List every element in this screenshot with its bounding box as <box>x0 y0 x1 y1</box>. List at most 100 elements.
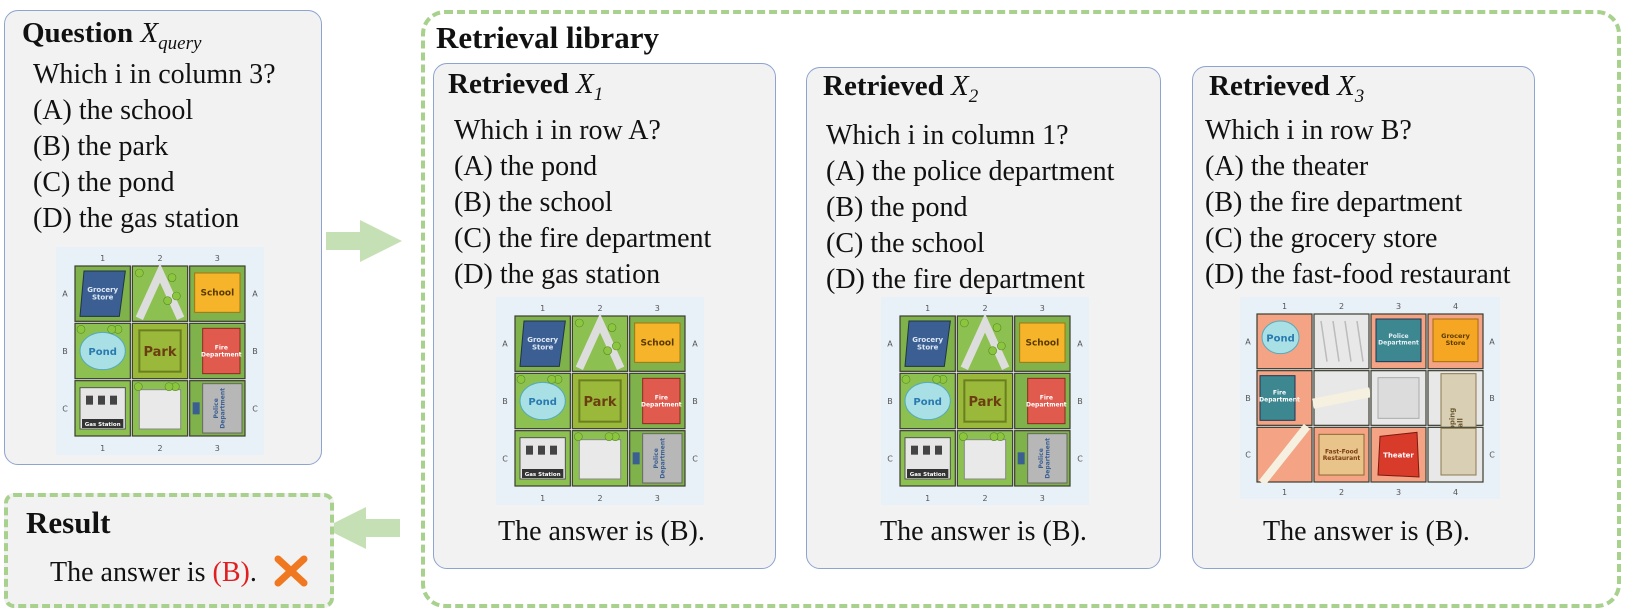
fire-department-label-word: Department <box>641 401 682 408</box>
retrieved-2-math-subscript: 2 <box>968 85 979 107</box>
row-label-left: B <box>1245 394 1251 403</box>
right-arrow-icon <box>326 220 402 262</box>
police-department-label-word: Police <box>213 398 220 418</box>
gas-station-label: Gas Station <box>85 422 121 428</box>
query-title: Question Xquery <box>22 17 201 55</box>
parking-lot <box>578 439 622 480</box>
parking-lot <box>138 389 182 430</box>
column-label-bottom: 2 <box>157 444 162 453</box>
column-label-bottom: 1 <box>925 494 930 503</box>
result-choice: (B) <box>212 557 250 588</box>
result-text: The answer is (B). <box>50 557 257 589</box>
retrieved-1-question: Which i in row A? <box>454 115 661 146</box>
row-label-left: C <box>1245 451 1251 460</box>
gas-pump-icon <box>923 445 930 455</box>
grocery-store-label-word: Store <box>92 294 114 302</box>
pond-water <box>519 381 566 421</box>
police-car-icon <box>192 402 200 415</box>
park-path <box>960 313 1010 370</box>
retrieved-2-option-a: (A) the police department <box>826 156 1115 187</box>
column-label-bottom: 2 <box>597 494 602 503</box>
gas-pump-icon <box>98 395 105 405</box>
pond-water <box>79 331 126 371</box>
school-label: School <box>640 339 674 349</box>
grocery-store-label-word: Store <box>917 344 939 352</box>
retrieved-2-title: Retrieved X2 <box>823 70 978 108</box>
retrieved-1-title: Retrieved X1 <box>448 68 603 106</box>
tree-icon <box>612 341 621 351</box>
retrieval-library-title: Retrieval library <box>436 20 659 55</box>
map-cell <box>131 322 189 380</box>
column-label-top: 2 <box>597 304 602 313</box>
retrieved-2-answer: The answer is (B). <box>880 516 1087 547</box>
query-option-c: (C) the pond <box>33 167 175 198</box>
gas-pump-icon <box>935 445 942 455</box>
row-label-left: A <box>502 340 508 349</box>
gas-station-sign <box>907 469 949 478</box>
fire-department-label-word: Fire <box>215 345 228 352</box>
tree-icon <box>575 318 584 328</box>
road <box>1258 423 1311 486</box>
query-question: Which i in column 3? <box>33 59 276 90</box>
retrieved-1-option-c: (C) the fire department <box>454 223 712 254</box>
retrieved-1-title-label: Retrieved <box>448 68 569 100</box>
police-department-label-word: Police <box>653 448 660 468</box>
column-label-top: 1 <box>540 304 545 313</box>
road <box>1312 387 1371 409</box>
gas-station-label: Gas Station <box>910 472 946 478</box>
result-suffix: . <box>249 557 257 588</box>
tree-icon <box>901 375 911 384</box>
gas-pump-icon <box>550 445 557 455</box>
pond-label: Pond <box>88 347 116 358</box>
gas-pump-icon <box>911 445 918 455</box>
police-car-icon <box>632 452 640 465</box>
retrieved-3-option-c: (C) the grocery store <box>1205 223 1438 254</box>
column-label-bottom: 2 <box>982 494 987 503</box>
query-math-symbol: X <box>140 17 159 49</box>
grocery-store-label-word: Store <box>532 344 554 352</box>
school-label: School <box>1025 339 1059 349</box>
retrieved-2-option-c: (C) the school <box>826 228 985 259</box>
row-label-left: A <box>887 340 893 349</box>
column-label-bottom: 1 <box>1282 488 1287 497</box>
retrieved-2-question-block: Which i in column 1? (A) the police depa… <box>826 118 1114 298</box>
tree-icon <box>134 382 143 391</box>
gas-pump-icon <box>110 395 117 405</box>
grocery-store-label-word: Grocery <box>87 286 118 294</box>
police-department-label-word: Department <box>220 388 227 429</box>
query-math-subscript: query <box>158 32 202 54</box>
police-department-label-word: Department <box>1378 340 1419 347</box>
fire-department-label-word: Fire <box>1040 395 1053 402</box>
parking-stripe <box>1356 320 1364 362</box>
police-department-building <box>1375 318 1422 363</box>
park-path <box>135 263 185 320</box>
retrieved-3-question: Which i in row B? <box>1205 115 1412 146</box>
retrieved-2-option-d: (D) the fire department <box>826 264 1085 295</box>
tree-icon <box>135 268 144 278</box>
tree-icon <box>988 346 997 355</box>
retrieved-3-option-d: (D) the fast-food restaurant <box>1205 259 1511 290</box>
retrieved-2-option-b: (B) the pond <box>826 192 968 223</box>
parking-stripe <box>1320 320 1328 362</box>
park-garden <box>578 379 622 423</box>
park-label: Park <box>583 395 616 410</box>
police-car-icon <box>1017 452 1025 465</box>
park-label: Park <box>143 345 176 360</box>
column-label-top: 4 <box>1453 302 1458 311</box>
gas-pump-icon <box>86 395 93 405</box>
map-cell <box>571 372 629 430</box>
retrieved-1-math-subscript: 1 <box>593 83 604 105</box>
row-label-right: A <box>1489 337 1495 346</box>
tree-icon <box>607 323 617 332</box>
tree-icon <box>989 432 999 441</box>
query-title-label: Question <box>22 17 134 49</box>
map-cell <box>1313 313 1370 370</box>
row-label-right: A <box>692 340 698 349</box>
police-department-label-word: Department <box>660 438 667 479</box>
